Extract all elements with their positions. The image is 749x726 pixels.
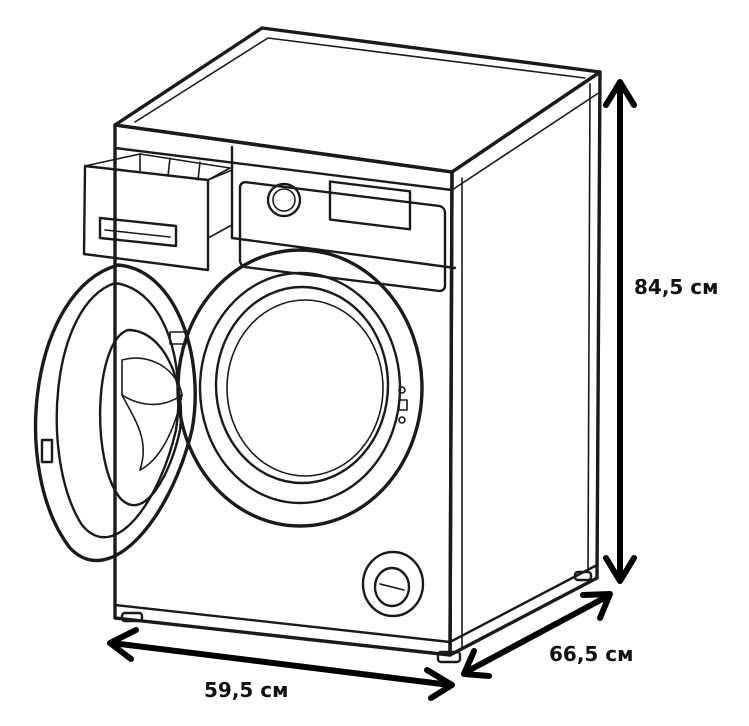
open-door [33, 263, 197, 563]
door-rim [176, 248, 424, 528]
drum [214, 285, 390, 485]
display-screen [328, 180, 412, 231]
control-panel-frame [238, 180, 447, 293]
foot-back-right [573, 570, 593, 582]
drum-opening [176, 248, 424, 528]
foot-front-left [120, 611, 144, 623]
detergent-drawer [82, 153, 233, 272]
machine-feet [120, 570, 593, 664]
front-panel [113, 123, 454, 657]
door-hinge [40, 438, 54, 464]
height-arrow-head-bottom [603, 555, 637, 584]
program-knob-icon [266, 182, 302, 218]
height-label: 84,5 см [634, 275, 719, 299]
foot-front-right [436, 650, 462, 664]
machine-body [113, 26, 602, 657]
filter-cap [361, 550, 425, 618]
height-arrow [603, 79, 637, 584]
depth-arrow [461, 591, 613, 679]
width-arrow-head-left [107, 627, 139, 662]
width-arrow [107, 627, 455, 701]
depth-label: 66,5 см [549, 642, 634, 666]
door-glass [98, 328, 183, 507]
width-arrow-head-right [424, 667, 455, 701]
filter-cap-outer [361, 550, 425, 618]
drawer-handle [98, 216, 178, 248]
width-label: 59,5 см [204, 678, 289, 702]
depth-arrow-head-back [580, 591, 613, 621]
control-panel [238, 180, 447, 293]
depth-arrow-head-front [461, 648, 492, 679]
side-panel [448, 70, 602, 657]
height-arrow-head-top [603, 79, 637, 108]
